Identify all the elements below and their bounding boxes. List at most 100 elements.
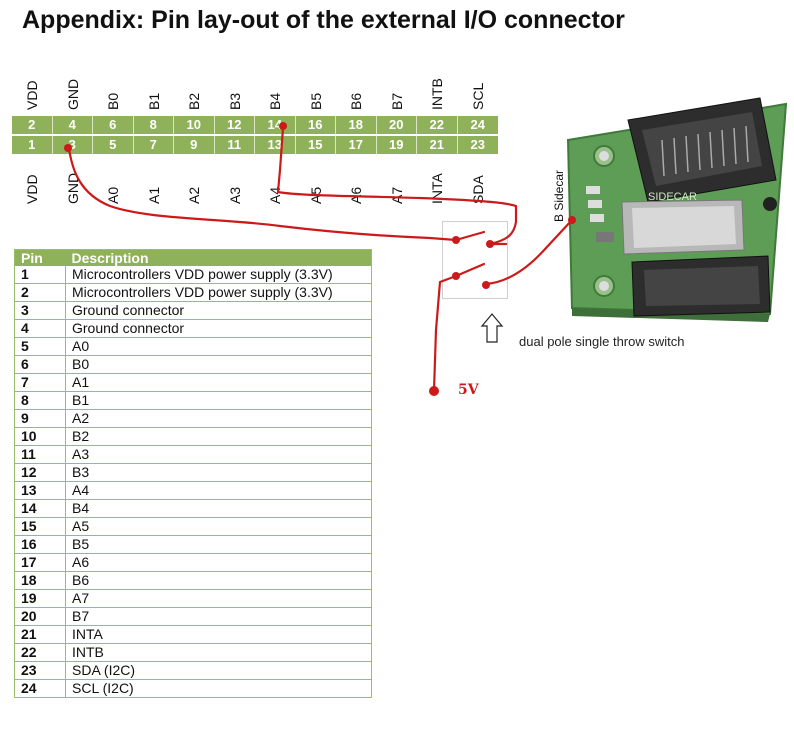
header-description: Description — [65, 249, 372, 266]
pin-description-cell: B2 — [65, 427, 372, 446]
page-title: Appendix: Pin lay-out of the external I/… — [22, 6, 625, 34]
pin-description-cell: A6 — [65, 553, 372, 572]
pin-description-cell: A0 — [65, 337, 372, 356]
pin-number-cell: 21 — [14, 625, 66, 644]
switch-note: dual pole single throw switch — [519, 334, 685, 349]
pin-description-cell: INTB — [65, 643, 372, 662]
pin-number-cell: 10 — [14, 427, 66, 446]
pin-description-cell: Microcontrollers VDD power supply (3.3V) — [65, 283, 372, 302]
pin-number-cell: 1 — [14, 266, 66, 284]
pin-description-cell: A2 — [65, 409, 372, 428]
pin-description-cell: Microcontrollers VDD power supply (3.3V) — [65, 266, 372, 284]
pin-top: 18 — [336, 116, 377, 134]
pin-bottom: 19 — [377, 136, 417, 154]
pin-number-cell: 14 — [14, 499, 66, 518]
pin-number-cell: 7 — [14, 373, 66, 392]
pin-number-cell: 15 — [14, 517, 66, 536]
pin-top: 10 — [174, 116, 215, 134]
pin-description-cell: B7 — [65, 607, 372, 626]
up-arrow-icon — [480, 313, 504, 343]
pin-bottom: 23 — [470, 137, 485, 152]
pin-number-cell: 9 — [14, 409, 66, 428]
pin-bottom: 5 — [93, 136, 134, 154]
pin-bottom: 3 — [53, 136, 93, 154]
pin-number-cell: 17 — [14, 553, 66, 572]
pin-top: 2 — [12, 116, 53, 134]
red-wires — [67, 126, 574, 392]
pin-number-cell: 20 — [14, 607, 66, 626]
pin-description-cell: B3 — [65, 463, 372, 482]
wire-gnd — [67, 146, 458, 242]
pin-top: 12 — [215, 116, 255, 134]
pin-number-cell: 11 — [14, 445, 66, 464]
pin-bottom: 9 — [174, 136, 215, 154]
pin-number-cell: 3 — [14, 301, 66, 320]
supply-5v-label: 5V — [458, 382, 479, 398]
pin-number-cell: 12 — [14, 463, 66, 482]
pin-top: 22 — [417, 116, 458, 134]
wire-sidecar — [484, 218, 574, 286]
pin-top: 4 — [53, 116, 93, 134]
pin-bottom: 11 — [215, 136, 255, 154]
pin-number-cell: 13 — [14, 481, 66, 500]
pin-description-cell: Ground connector — [65, 301, 372, 320]
pin-number-cell: 2 — [14, 283, 66, 302]
pin-bottom: 15 — [296, 136, 336, 154]
sidecar-board: SIDECAR — [566, 97, 788, 322]
pin-number-cell: 24 — [14, 679, 66, 698]
switch-box — [442, 221, 508, 299]
pin-number-cell: 23 — [14, 661, 66, 680]
pin-description-cell: SCL (I2C) — [65, 679, 372, 698]
pin-number-cell: 18 — [14, 571, 66, 590]
pin-number-cell: 8 — [14, 391, 66, 410]
pin-description-cell: B4 — [65, 499, 372, 518]
pin-number-cell: 5 — [14, 337, 66, 356]
pin-bottom: 17 — [336, 136, 377, 154]
pin-description-cell: B1 — [65, 391, 372, 410]
pin-description-cell: B0 — [65, 355, 372, 374]
pin-top: 24 — [470, 117, 485, 132]
pin-top: 6 — [93, 116, 134, 134]
board-silkscreen: SIDECAR — [648, 191, 697, 203]
pin-bottom: 7 — [134, 136, 174, 154]
pin-description-cell: SDA (I2C) — [65, 661, 372, 680]
pin-description-cell: INTA — [65, 625, 372, 644]
pin-description-cell: B5 — [65, 535, 372, 554]
wire-5v — [432, 274, 458, 392]
pin-top: 16 — [296, 116, 336, 134]
pin-top: 8 — [134, 116, 174, 134]
table-header-row: Pin Description — [14, 249, 372, 266]
pin-description-cell: Ground connector — [65, 319, 372, 338]
wire-b4 — [276, 126, 518, 246]
pin-number-cell: 22 — [14, 643, 66, 662]
pin-bottom: 21 — [417, 136, 458, 154]
switch-contact-lower — [454, 262, 486, 278]
pin-description-cell: A5 — [65, 517, 372, 536]
pin-bottom: 13 — [255, 136, 296, 154]
